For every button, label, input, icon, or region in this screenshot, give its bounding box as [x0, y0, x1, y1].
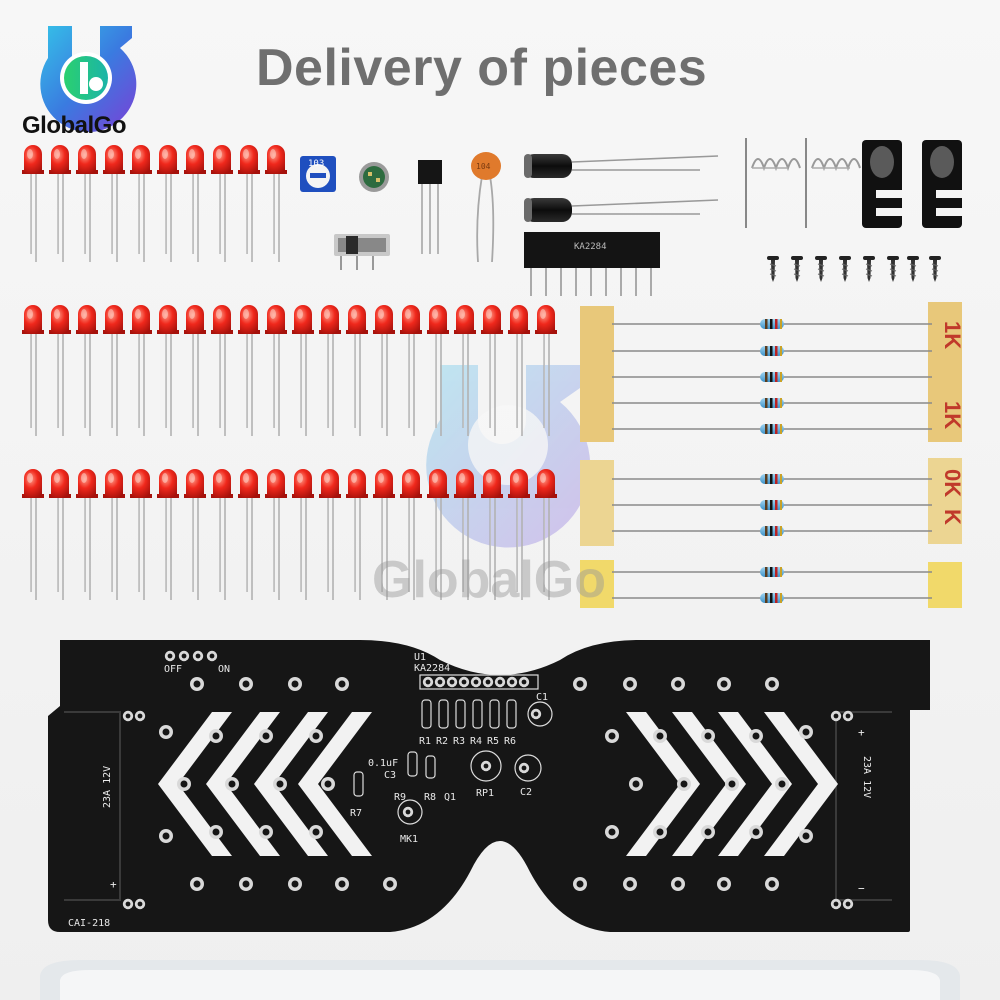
pcb-label-mk1: MK1: [400, 834, 418, 845]
watermark-text: GlobalGo: [372, 551, 606, 609]
pcb-label-on: ON: [218, 664, 230, 675]
pcb-label-c2: C2: [520, 787, 532, 798]
trimmer-potentiometer: 103: [300, 156, 336, 192]
electrolytic-capacitor-2: [524, 198, 719, 222]
transparent-case: [40, 960, 960, 1000]
led-row-top: [22, 145, 287, 262]
pcb-label-ic: KA2284: [414, 663, 450, 674]
pcb-label-r4: R4: [470, 736, 482, 747]
battery-contact-2: [922, 140, 962, 228]
pcb-label-plus-left: +: [110, 878, 117, 891]
watermark-logo: [426, 365, 591, 548]
pcb-label-battery-left: 23A 12V: [102, 766, 113, 808]
capacitor-label: 104: [476, 162, 491, 171]
pcb-label-c1: C1: [536, 692, 548, 703]
screws: [766, 255, 942, 283]
tape-label-2: 1K: [940, 401, 965, 429]
page-title: Delivery of pieces: [256, 39, 708, 97]
pcb-label-board-id: CAI-218: [68, 918, 110, 929]
potentiometer-code: 103: [308, 159, 324, 169]
pcb-label-off: OFF: [164, 664, 182, 675]
globalgo-logo: [40, 26, 137, 133]
pcb-label-r7: R7: [350, 808, 362, 819]
ceramic-capacitor: 104: [471, 152, 501, 263]
battery-spring-2: [805, 138, 861, 228]
resistors: [611, 318, 933, 604]
battery-spring-1: [745, 138, 801, 228]
pcb-label-r9: R9: [394, 792, 406, 803]
pcb-label-minus-right: −: [858, 882, 865, 895]
ic-label: KA2284: [574, 242, 607, 252]
electrolytic-capacitor-1: [524, 154, 719, 178]
tape-label-3: 0K: [940, 469, 965, 497]
pcb-label-r3: R3: [453, 736, 465, 747]
pcb-label-r5: R5: [487, 736, 499, 747]
pcb-label-r1: R1: [419, 736, 431, 747]
resistor-tape-right: 1K 1K 0K K: [928, 302, 965, 608]
pcb-label-cap-value: 0.1uF: [368, 758, 398, 769]
pcb-label-r8: R8: [424, 792, 436, 803]
pcb-label-q1: Q1: [444, 792, 456, 803]
transistor: [418, 160, 442, 254]
pcb-label-c3: C3: [384, 770, 396, 781]
pcb-label-u1: U1: [414, 652, 426, 663]
pcb-label-battery-right: 23A 12V: [861, 756, 872, 798]
resistor-tape-left: [580, 306, 614, 608]
slide-switch: [334, 234, 390, 270]
tape-label-4: K: [940, 509, 965, 525]
pcb-label-rp1: RP1: [476, 788, 494, 799]
microphone: [359, 162, 389, 192]
pcb-label-r2: R2: [436, 736, 448, 747]
pcb-label-plus-right: +: [858, 726, 865, 739]
pcb-board: OFF ON U1 KA2284 R1 R2 R3 R4 R: [48, 640, 930, 932]
battery-contact-1: [862, 140, 902, 228]
tape-label-1: 1K: [940, 321, 965, 349]
pcb-label-r6: R6: [504, 736, 516, 747]
ic-chip: KA2284: [524, 232, 660, 296]
brand-name: GlobalGo: [22, 112, 127, 139]
